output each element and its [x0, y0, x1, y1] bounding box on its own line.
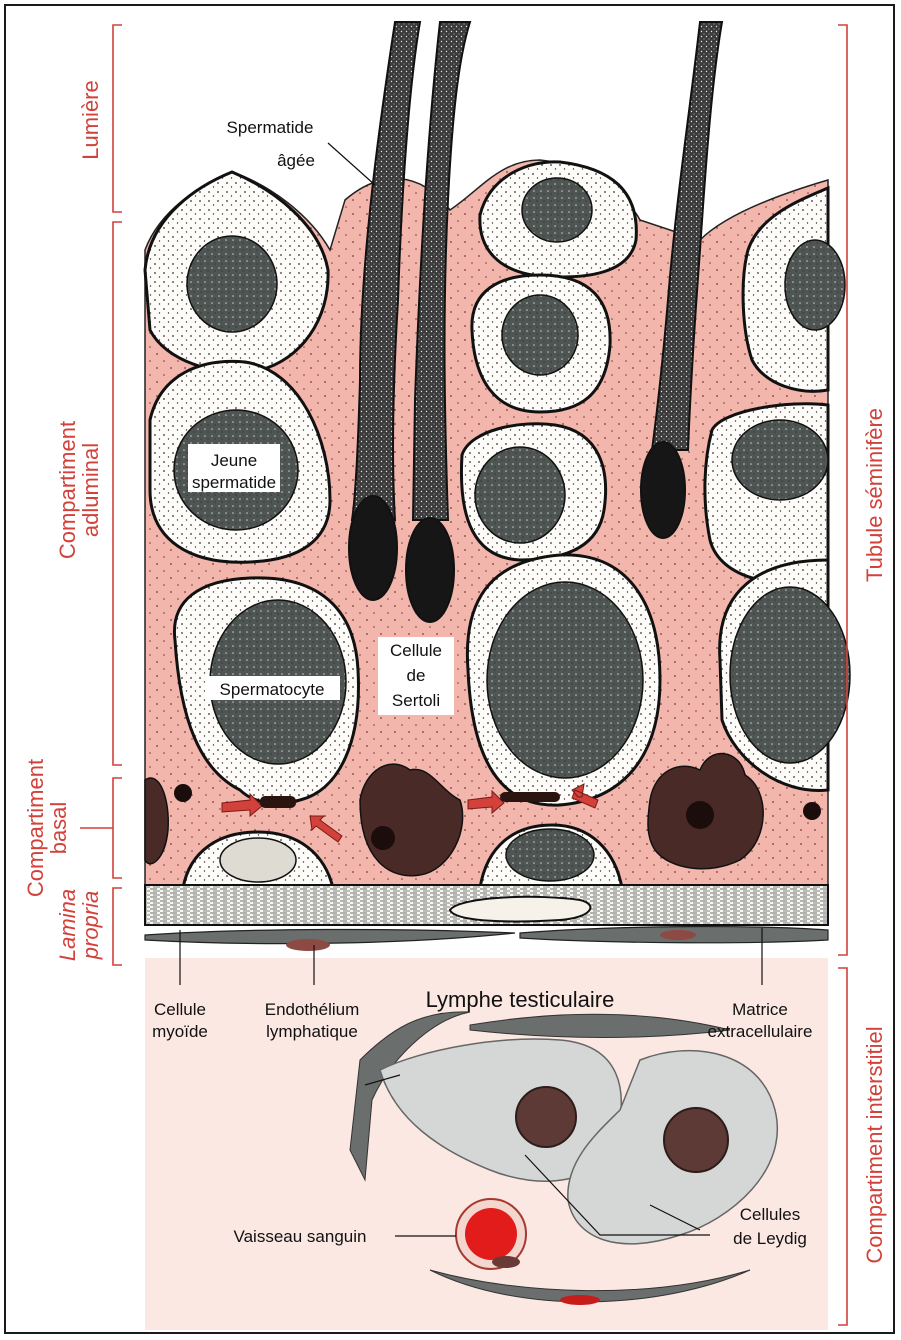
endothelium-nucleus — [286, 939, 330, 951]
label-spermatide-agee-2: âgée — [277, 151, 315, 170]
label-jeune-spermatide-1: Jeune — [211, 451, 257, 470]
label-lymphe-testiculaire: Lymphe testiculaire — [426, 987, 615, 1012]
label-vaisseau-sanguin: Vaisseau sanguin — [234, 1227, 367, 1246]
label-sertoli-3: Sertoli — [392, 691, 440, 710]
label-spermatide-agee-1: Spermatide — [227, 118, 314, 137]
bracket-label-lamina-2: propria — [78, 891, 103, 960]
label-myoide-2: myoïde — [152, 1022, 208, 1041]
label-myoide-1: Cellule — [154, 1000, 206, 1019]
bracket-label-interstitiel: Compartiment interstitiel — [862, 1026, 887, 1263]
bracket-label-lumiere: Lumière — [78, 80, 103, 159]
bracket-label-adluminal-1: Compartiment — [55, 421, 80, 559]
myoid-nucleus-right — [660, 930, 696, 940]
label-jeune-spermatide-2: spermatide — [192, 473, 276, 492]
label-endothelium-1: Endothélium — [265, 1000, 360, 1019]
leydig-nucleus-2 — [664, 1108, 728, 1172]
tight-junction-left — [260, 796, 296, 808]
label-endothelium-2: lymphatique — [266, 1022, 358, 1041]
label-matrice-2: extracellulaire — [708, 1022, 813, 1041]
bracket-label-basal-1: Compartiment — [23, 759, 48, 897]
tight-junction-right — [500, 792, 560, 802]
blood-vessel-nucleus — [492, 1256, 520, 1268]
label-leydig-1: Cellules — [740, 1205, 800, 1224]
label-spermatocyte: Spermatocyte — [220, 680, 325, 699]
endothelium-nucleus-bottom — [560, 1295, 600, 1305]
myoid-cell-left — [145, 929, 515, 943]
bracket-label-basal-2: basal — [46, 802, 71, 855]
leydig-nucleus-1 — [516, 1087, 576, 1147]
label-leydig-2: de Leydig — [733, 1229, 807, 1248]
label-matrice-1: Matrice — [732, 1000, 788, 1019]
myoid-nucleus — [450, 897, 590, 922]
blood-vessel-lumen — [465, 1208, 517, 1260]
bracket-label-lamina-1: Lamina — [55, 889, 80, 961]
label-sertoli-1: Cellule — [390, 641, 442, 660]
bracket-label-adluminal-2: adluminal — [78, 443, 103, 537]
label-sertoli-2: de — [407, 666, 426, 685]
bracket-label-tubule: Tubule séminifère — [862, 408, 887, 582]
